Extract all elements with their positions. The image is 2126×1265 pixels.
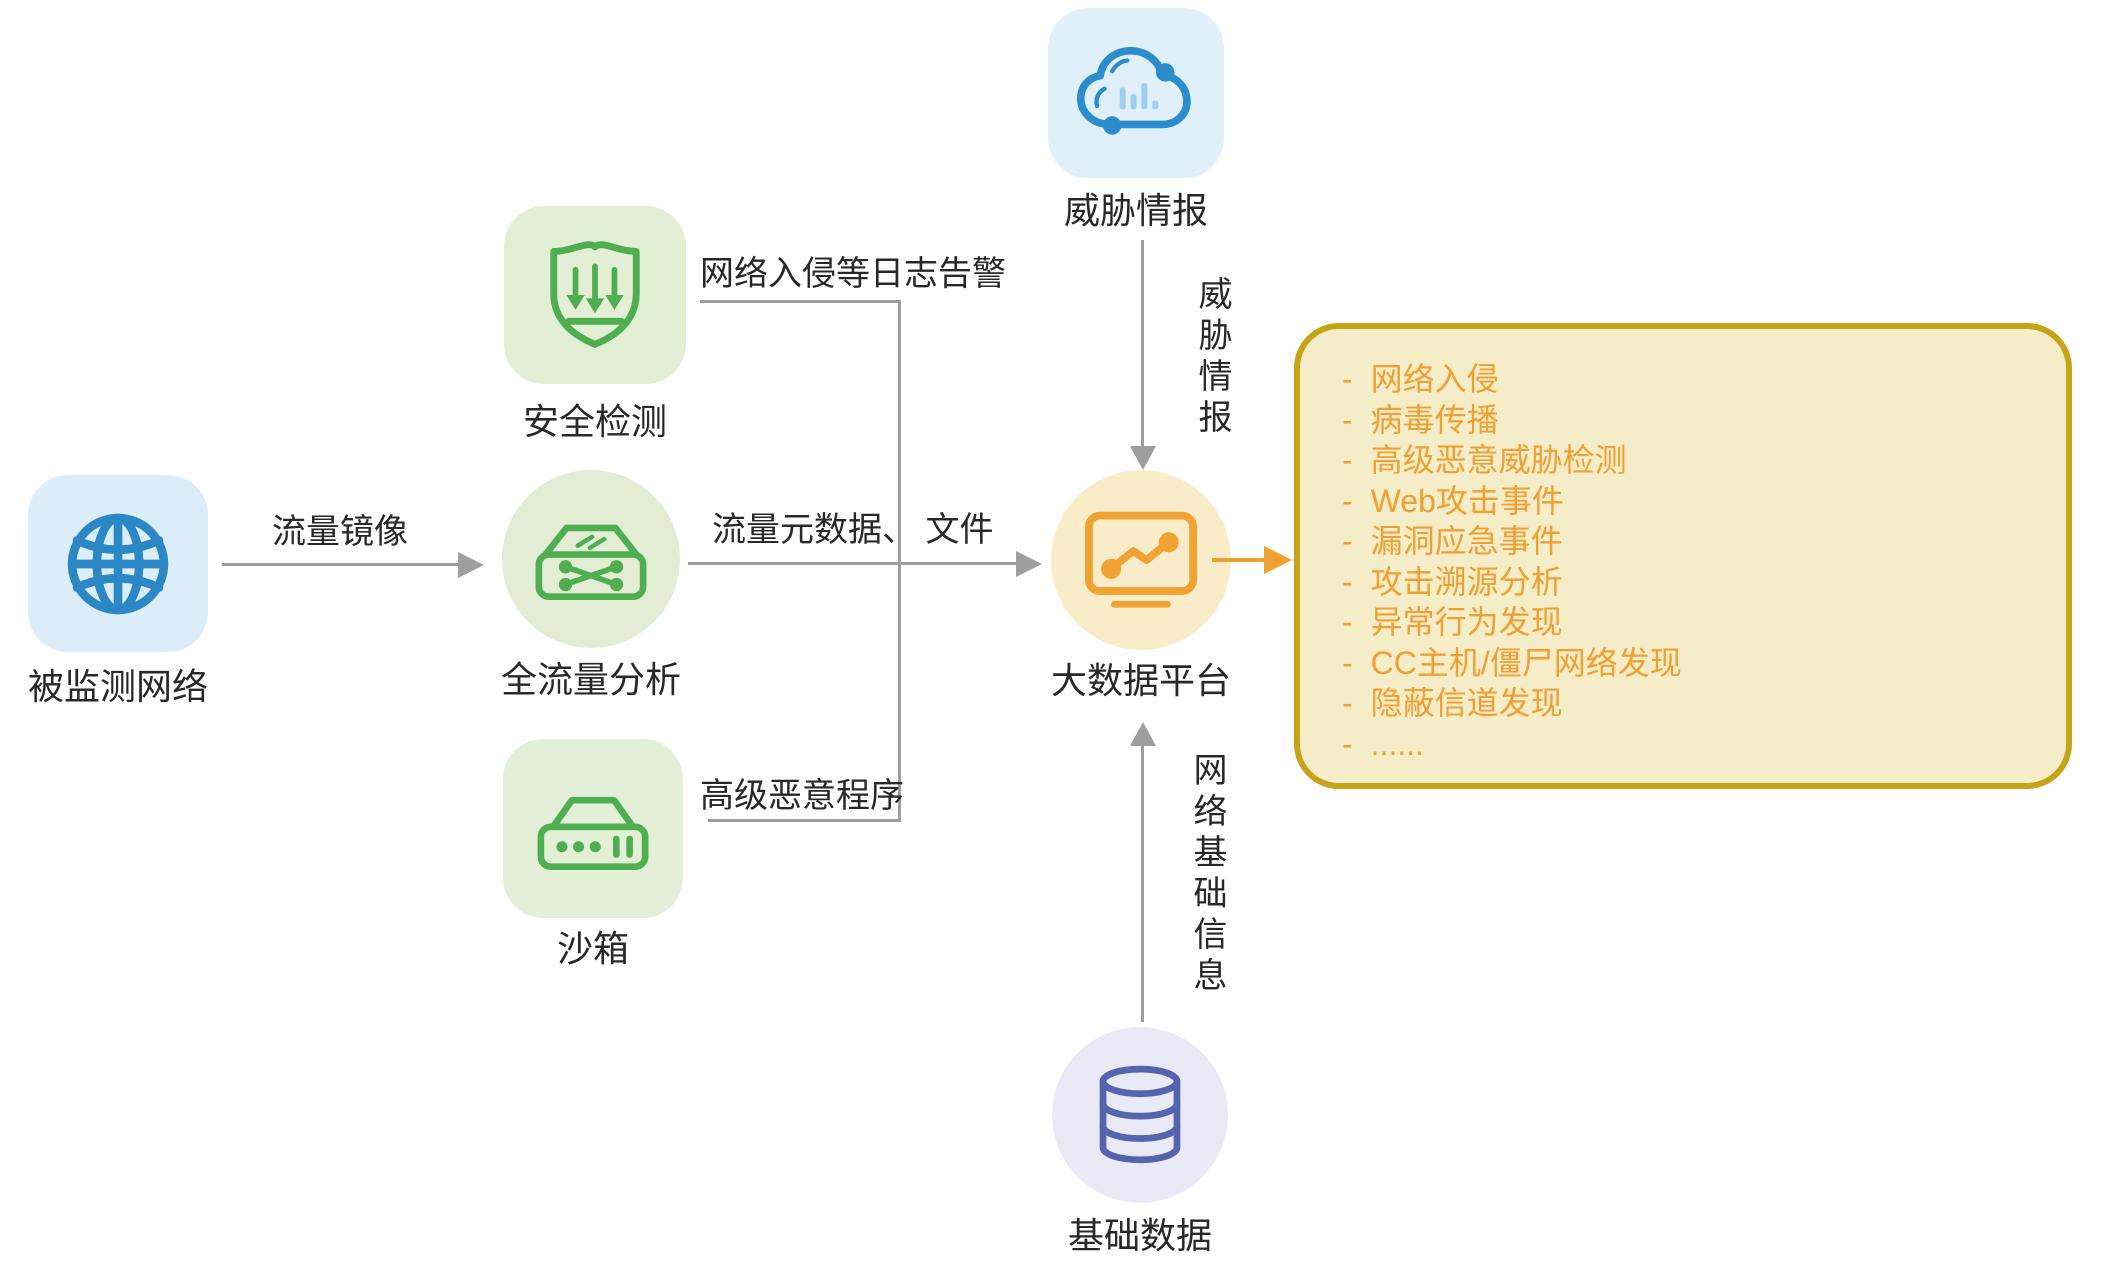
node-security-detection	[504, 206, 686, 384]
monitor-chart-icon	[1080, 509, 1202, 611]
outcome-item: -漏洞应急事件	[1342, 523, 1563, 559]
base-info-label: 网络基础信息	[1188, 752, 1226, 998]
sandbox-output-line	[708, 819, 901, 822]
metadata-arrowhead-icon	[1016, 550, 1042, 577]
big-data-platform-label: 大数据平台	[1050, 660, 1231, 701]
threat-feed-label: 威胁情报	[1193, 276, 1231, 440]
basic-data-label: 基础数据	[1067, 1215, 1212, 1256]
outcome-box: -网络入侵 -病毒传播 -高级恶意威胁检测 -Web攻击事件 -漏洞应急事件 -…	[1294, 323, 2072, 789]
threat-intelligence-label: 威胁情报	[1063, 190, 1208, 231]
threat-feed-arrowhead-icon	[1129, 446, 1156, 470]
traffic-mirror-arrow-line	[222, 563, 462, 566]
outcome-item: -病毒传播	[1342, 401, 1499, 438]
node-threat-intelligence	[1048, 8, 1224, 178]
outcome-item: -隐蔽信道发现	[1342, 685, 1563, 721]
traffic-metadata-label: 流量元数据、 文件	[712, 511, 994, 549]
full-traffic-analysis-label: 全流量分析	[500, 659, 681, 700]
outcome-list: -网络入侵 -病毒传播 -高级恶意威胁检测 -Web攻击事件 -漏洞应急事件 -…	[1300, 329, 2066, 764]
outcome-item: -高级恶意威胁检测	[1342, 442, 1627, 478]
advanced-malware-label: 高级恶意程序	[700, 777, 904, 815]
node-sandbox	[503, 739, 683, 918]
merge-vertical-line	[898, 300, 901, 822]
sandbox-label: 沙箱	[556, 928, 629, 969]
node-big-data-platform	[1051, 470, 1231, 650]
monitored-network-label: 被监测网络	[27, 666, 208, 707]
threat-feed-arrow-line	[1141, 240, 1144, 448]
outcome-arrow-line	[1212, 558, 1270, 562]
database-icon	[1084, 1059, 1196, 1171]
traffic-mirror-label: 流量镜像	[272, 513, 408, 551]
node-full-traffic-analysis	[502, 470, 680, 648]
outcome-item: -攻击溯源分析	[1342, 563, 1563, 600]
security-output-line	[700, 300, 901, 303]
base-info-arrowhead-icon	[1129, 722, 1156, 746]
base-info-arrow-line	[1141, 744, 1144, 1022]
outcome-item: -异常行为发现	[1342, 604, 1563, 640]
outcome-arrowhead-icon	[1264, 546, 1292, 574]
security-detection-label: 安全检测	[522, 401, 667, 442]
traffic-mirror-arrowhead-icon	[458, 551, 484, 578]
outcome-item: -......	[1342, 725, 1424, 762]
server-device-icon	[532, 784, 654, 874]
node-basic-data	[1052, 1027, 1228, 1203]
outcome-item: -Web攻击事件	[1342, 482, 1564, 519]
metadata-arrow-line	[688, 562, 1018, 565]
node-monitored-network	[28, 475, 208, 652]
globe-icon	[56, 502, 180, 626]
shield-arrows-icon	[537, 232, 653, 358]
outcome-item: -CC主机/僵尸网络发现	[1342, 644, 1682, 681]
network-switch-icon	[530, 512, 652, 606]
cloud-stats-icon	[1071, 38, 1201, 148]
intrusion-log-alerts-label: 网络入侵等日志告警	[700, 255, 1006, 293]
outcome-item: -网络入侵	[1342, 361, 1499, 397]
